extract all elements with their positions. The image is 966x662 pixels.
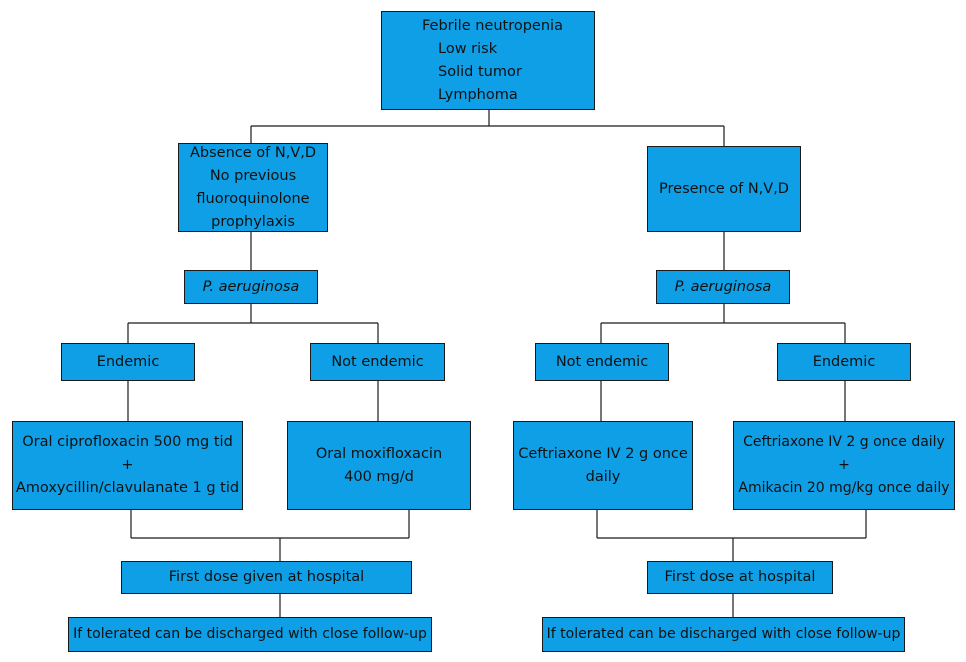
left-endemic-treatment-node: Oral ciprofloxacin 500 mg tid + Amoxycil…	[12, 421, 243, 510]
left-endemic-treatment-line-2: Amoxycillin/clavulanate 1 g tid	[15, 480, 240, 496]
right-condition-node: Presence of N,V,D	[647, 146, 801, 232]
left-condition-line-1: Absence of N,V,D	[189, 144, 317, 161]
left-discharge-node: If tolerated can be discharged with clos…	[68, 617, 432, 652]
right-first-dose-node: First dose at hospital	[647, 561, 833, 594]
right-organism-label: P. aeruginosa	[674, 278, 772, 295]
root-tumor: Solid tumor	[438, 63, 522, 80]
left-endemic-treatment-plus: +	[121, 457, 134, 473]
left-not-endemic-label: Not endemic	[331, 353, 424, 370]
right-endemic-treatment-node: Ceftriaxone IV 2 g once daily + Amikacin…	[733, 421, 955, 510]
root-node: Febrile neutropenia Low risk Solid tumor…	[381, 11, 595, 110]
right-not-endemic-treatment-line-2: daily	[585, 468, 621, 485]
right-discharge-label: If tolerated can be discharged with clos…	[546, 626, 901, 642]
left-endemic-treatment-line-1: Oral ciprofloxacin 500 mg tid	[22, 434, 233, 450]
right-endemic-treatment-line-1: Ceftriaxone IV 2 g once daily	[743, 434, 945, 450]
left-condition-line-2: No previous	[209, 167, 297, 184]
right-organism-node: P. aeruginosa	[656, 270, 790, 304]
right-endemic-node: Endemic	[777, 343, 911, 381]
right-condition-label: Presence of N,V,D	[659, 180, 789, 197]
left-first-dose-label: First dose given at hospital	[168, 569, 365, 585]
left-first-dose-node: First dose given at hospital	[121, 561, 412, 594]
left-organism-label: P. aeruginosa	[202, 278, 300, 295]
root-title: Febrile neutropenia	[422, 17, 563, 34]
right-not-endemic-node: Not endemic	[535, 343, 669, 381]
left-endemic-label: Endemic	[96, 353, 160, 370]
root-lymphoma: Lymphoma	[438, 86, 518, 103]
left-not-endemic-treatment-node: Oral moxifloxacin 400 mg/d	[287, 421, 471, 510]
right-discharge-node: If tolerated can be discharged with clos…	[542, 617, 905, 652]
right-not-endemic-treatment-line-1: Ceftriaxone IV 2 g once	[518, 445, 688, 462]
right-endemic-treatment-plus: +	[838, 457, 850, 473]
left-condition-node: Absence of N,V,D No previous fluoroquino…	[178, 143, 328, 232]
right-endemic-treatment-line-2: Amikacin 20 mg/kg once daily	[738, 480, 950, 496]
left-organism-node: P. aeruginosa	[184, 270, 318, 304]
right-endemic-label: Endemic	[812, 353, 876, 370]
right-not-endemic-treatment-node: Ceftriaxone IV 2 g once daily	[513, 421, 693, 510]
right-not-endemic-label: Not endemic	[555, 353, 649, 370]
left-not-endemic-treatment-line-1: Oral moxifloxacin	[315, 445, 443, 462]
root-risk: Low risk	[438, 40, 498, 57]
left-condition-line-4: prophylaxis	[211, 213, 295, 230]
left-condition-line-3: fluoroquinolone	[196, 190, 310, 207]
left-not-endemic-node: Not endemic	[310, 343, 445, 381]
left-endemic-node: Endemic	[61, 343, 195, 381]
left-not-endemic-treatment-line-2: 400 mg/d	[344, 468, 414, 485]
right-first-dose-label: First dose at hospital	[664, 569, 816, 585]
left-discharge-label: If tolerated can be discharged with clos…	[73, 626, 427, 642]
